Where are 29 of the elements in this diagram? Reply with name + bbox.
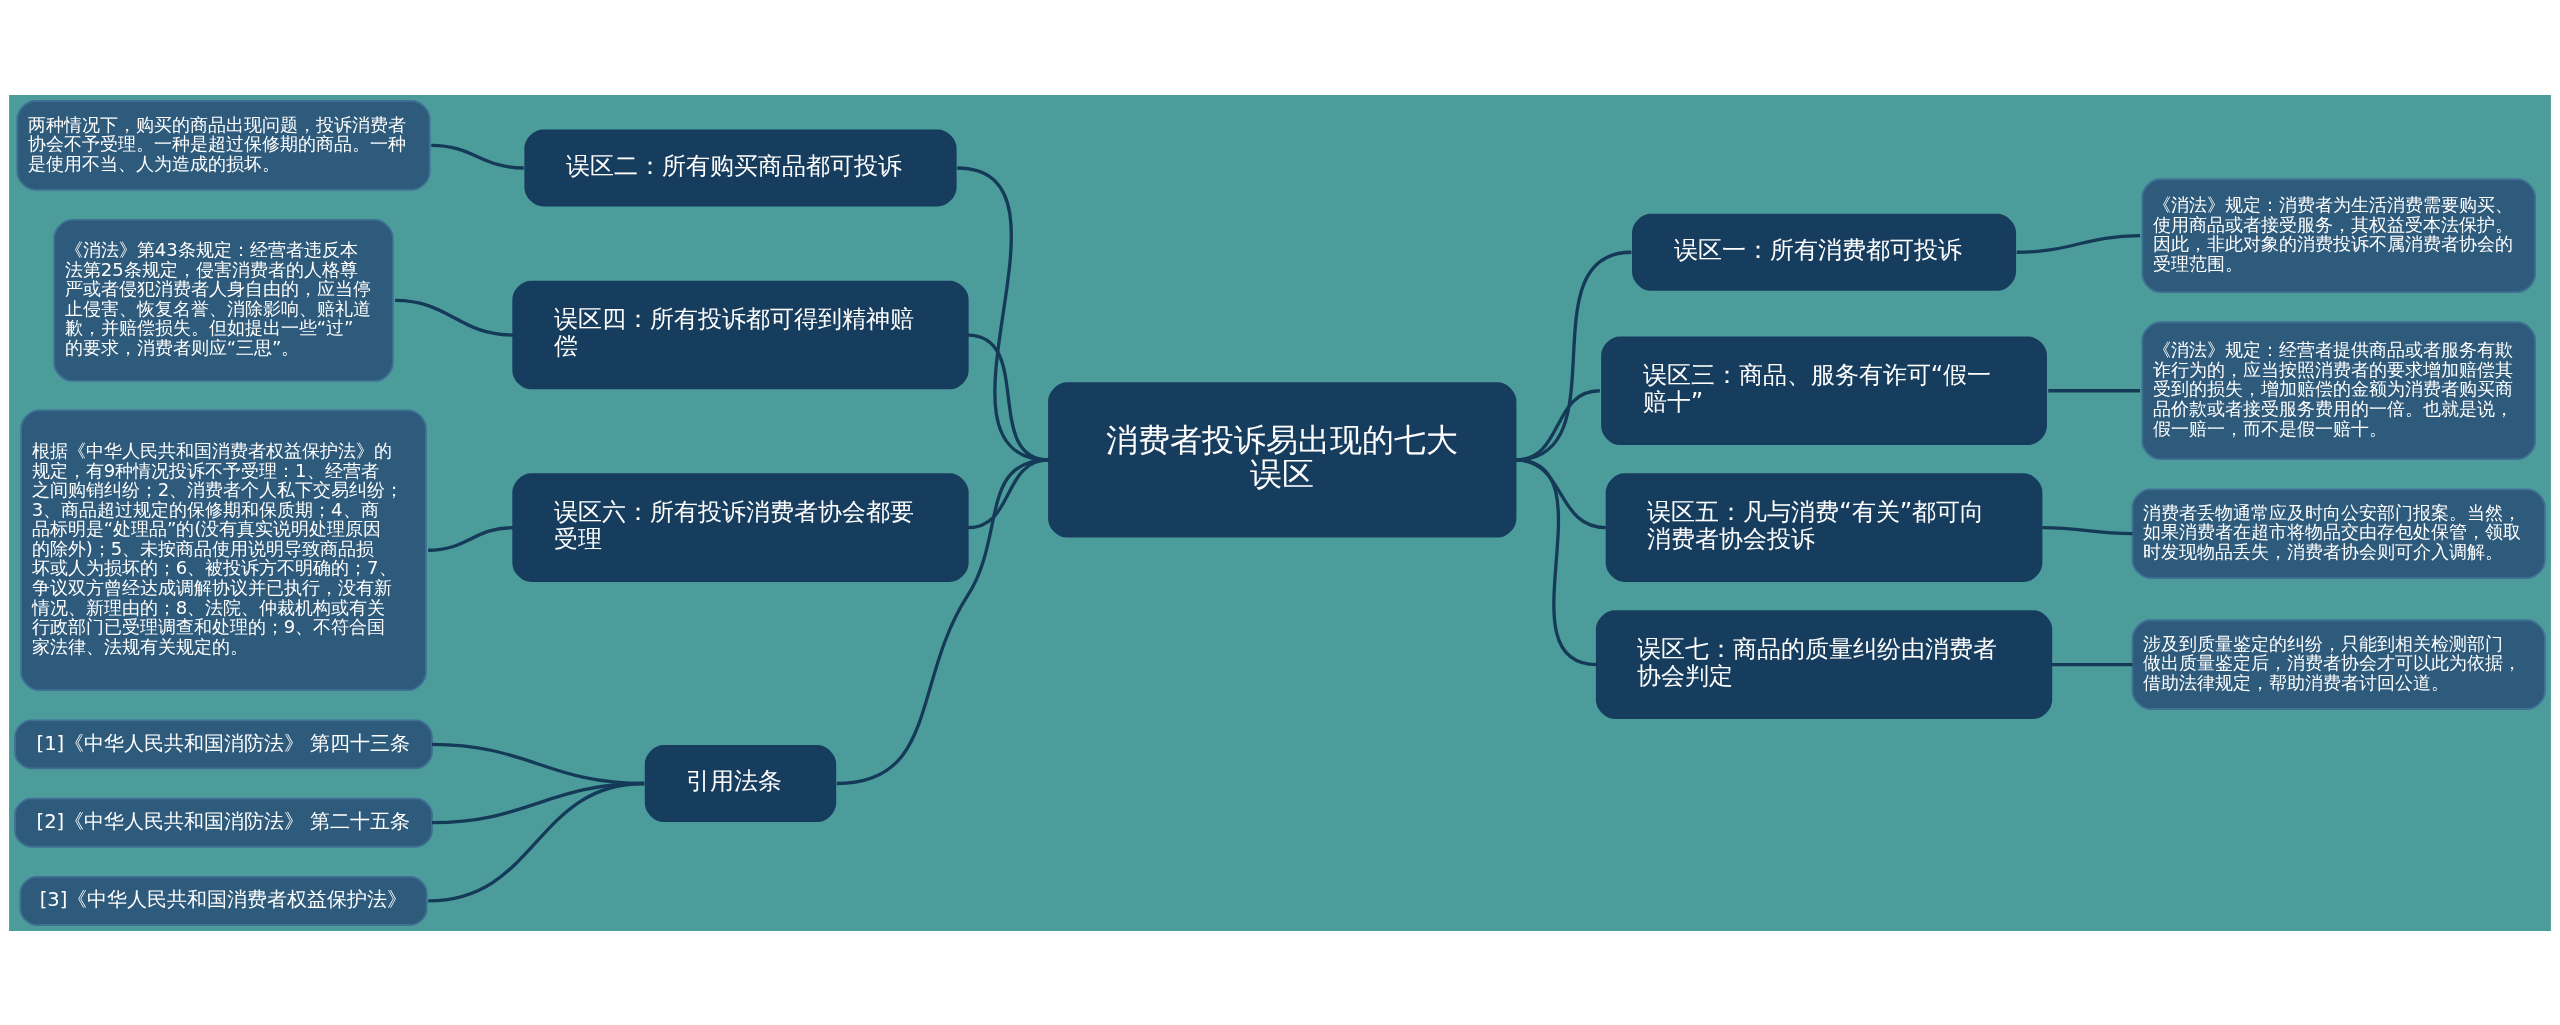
node-box: 误区一：所有消费都可投诉 — [1632, 213, 2017, 291]
connector — [2051, 662, 2133, 666]
node-box: 误区五：凡与消费“有关”都可向消费者协会投诉 — [1605, 472, 2043, 582]
node-box: 消费者丢物通常应及时向公安部门报案。当然，如果消费者在超市将物品交由存包处保管，领取时发现物品丢失，消费者协会则可介入调解。 — [2131, 487, 2546, 579]
connector — [1515, 457, 1598, 666]
connector — [836, 457, 1050, 785]
connector — [2048, 388, 2141, 392]
node-box: 误区三：商品、服务有诈可“假一赔十” — [1601, 335, 2047, 445]
node-box: 涉及到质量鉴定的纠纷，只能到相关检测部门做出质量鉴定后，消费者协会才可以此为依据，借助法律规定，帮助消费者讨回公道。 — [2131, 618, 2546, 710]
node-box: 《消法》规定：经营者提供商品或者服务有欺诈行为的，应当按照消费者的要求增加赔偿其受到的损失，增加赔偿的金额为消费者购买商品价款或者接受服务费用的一倍。也就是说，假一赔一，而不是假一赔十。 — [2141, 320, 2537, 460]
node-box: [2]《中华人民共和国消防法》 第二十五条 — [14, 797, 433, 848]
connector — [431, 143, 524, 170]
connector — [2016, 233, 2141, 254]
node-box: [3]《中华人民共和国消费者权益保护法》 — [19, 875, 428, 926]
node-box: 两种情况下，购买的商品出现问题，投诉消费者协会不予受理。一种是超过保修期的商品。一种是使用不当、人为造成的损坏。 — [16, 99, 431, 191]
connector — [428, 781, 645, 903]
node-box: 消费者投诉易出现的七大误区 — [1048, 381, 1517, 538]
connector — [428, 525, 514, 552]
node-box: 误区六：所有投诉消费者协会都要受理 — [512, 472, 969, 582]
node-box: 根据《中华人民共和国消费者权益保护法》的规定，有9种情况投诉不予受理：1、经营者之间购销纠纷；2、消费者个人私下交易纠纷；3、商品超过规定的保修期和保质期；4、商品标明是“处理品”的(没有真实说明处理原因的除外)；5、未按商品使用说明导致商品损坏或人为损坏的；6、被投诉方不明确的；7、争议双方曾经达成调解协议并已执行，没有新情况、新理由的；8、法院、仲裁机构或有关行政部门已受理调查和处理的；9、不符合国家法律、法规有关规定的。 — [20, 408, 427, 691]
node-box: 引用法条 — [644, 744, 837, 822]
node-box: 《消法》第43条规定：经营者违反本法第25条规定，侵害消费者的人格尊严或者侵犯消费者人身自由的，应当停止侵害、恢复名誉、消除影响、赔礼道歉，并赔偿损失。但如提出一些“过”的要求，消费者则应“三思”。 — [53, 218, 394, 382]
node-box: 误区四：所有投诉都可得到精神赔偿 — [512, 280, 969, 389]
node-box: 《消法》规定：消费者为生活消费需要购买、使用商品或者接受服务，其权益受本法保护。因此，非此对象的消费投诉不属消费者协会的受理范围。 — [2141, 177, 2537, 293]
connector — [395, 298, 514, 337]
node-box: [1]《中华人民共和国消防法》 第四十三条 — [14, 718, 433, 769]
node-box: 误区七：商品的质量纠纷由消费者协会判定 — [1595, 609, 2053, 719]
node-box: 误区二：所有购买商品都可投诉 — [524, 128, 957, 206]
connector — [2042, 525, 2133, 535]
